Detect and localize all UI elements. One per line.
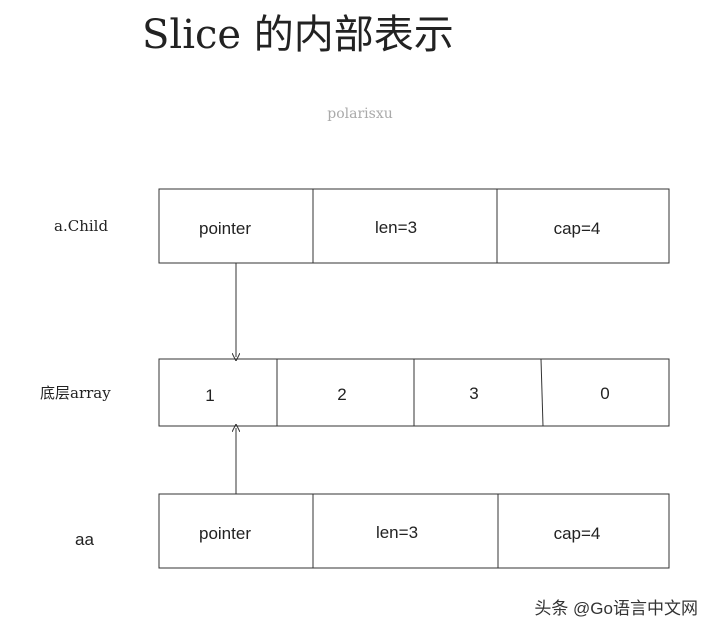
array-divider-3 bbox=[540, 358, 544, 427]
page-title: Slice 的内部表示 bbox=[142, 12, 454, 58]
row-bottom-box bbox=[158, 493, 670, 569]
row-bottom-cell-len: len=3 bbox=[376, 523, 418, 542]
struct-row-bottom: pointer len=3 cap=4 bbox=[158, 493, 670, 569]
row-top-cell-cap: cap=4 bbox=[554, 219, 601, 238]
array-cell-1: 2 bbox=[337, 385, 346, 404]
footer-watermark: 头条 @Go语言中文网 bbox=[534, 599, 698, 618]
struct-row-top: pointer len=3 cap=4 bbox=[158, 188, 670, 264]
row-bottom-cell-cap: cap=4 bbox=[554, 524, 601, 543]
array-row: 1 2 3 0 bbox=[158, 358, 670, 427]
row-bottom-cell-pointer: pointer bbox=[199, 524, 251, 543]
row-top-cell-pointer: pointer bbox=[199, 219, 251, 238]
row-label-bottom: aa bbox=[75, 530, 94, 549]
array-cell-0: 1 bbox=[205, 386, 214, 405]
watermark-top: polarisxu bbox=[327, 106, 392, 122]
array-cell-2: 3 bbox=[469, 384, 478, 403]
row-top-cell-len: len=3 bbox=[375, 218, 417, 237]
array-cell-3: 0 bbox=[600, 384, 609, 403]
row-label-middle: 底层array bbox=[40, 384, 111, 402]
row-label-top: a.Child bbox=[54, 217, 108, 235]
row-top-box bbox=[158, 188, 670, 264]
